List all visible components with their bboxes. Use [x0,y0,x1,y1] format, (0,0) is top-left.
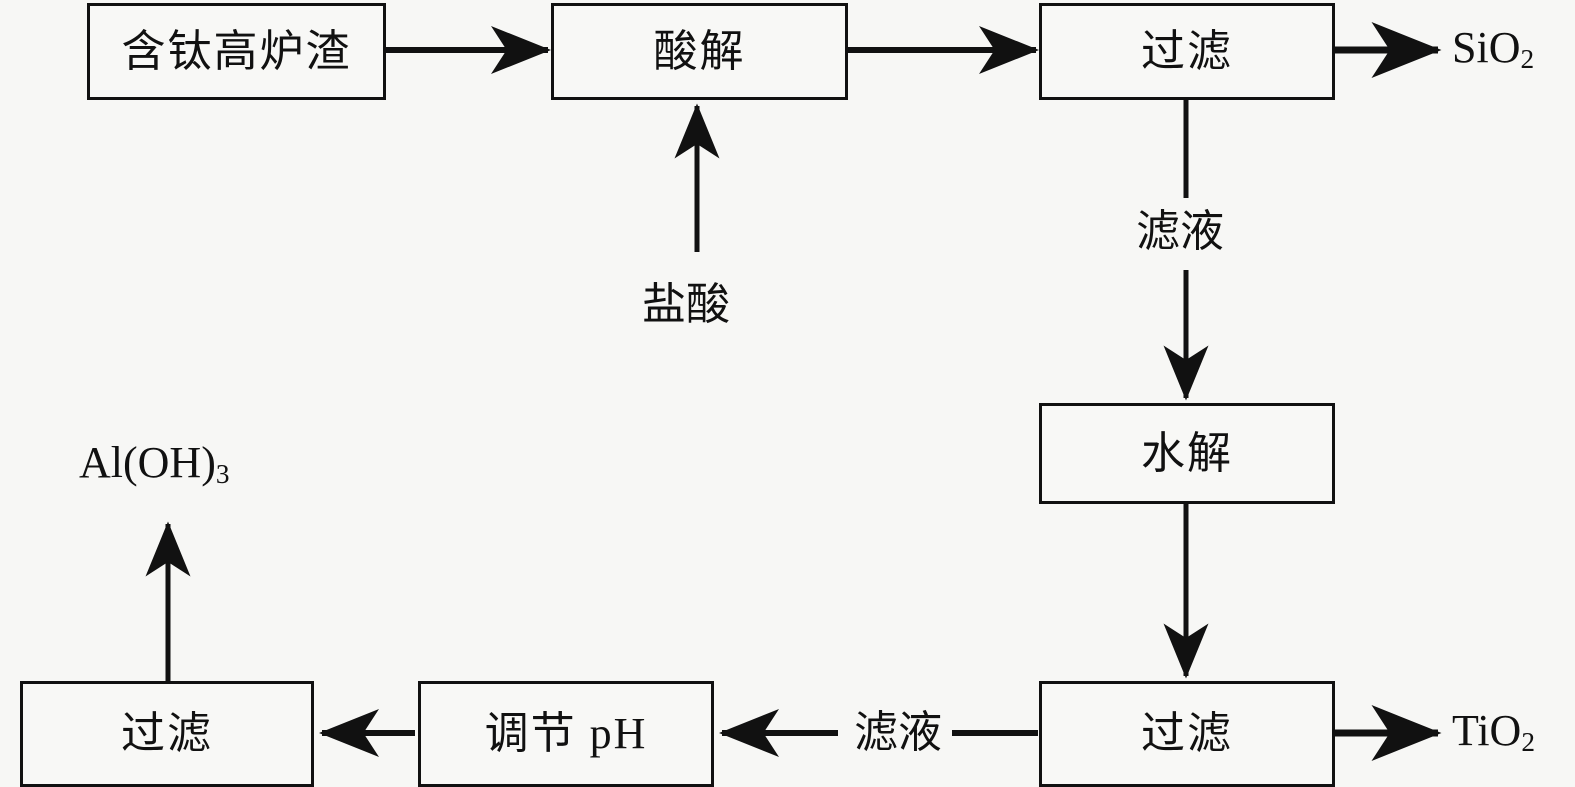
label-filtrate-bottom: 滤液 [848,711,948,755]
label-aloh3-text: Al(OH) [79,438,216,487]
node-filter-bottom-right[interactable]: 过滤 [1039,681,1335,787]
node-adjust-ph[interactable]: 调节 pH [418,681,714,787]
node-label-slag: 含钛高炉渣 [121,26,352,76]
label-hydrochloric-acid: 盐酸 [636,283,736,327]
label-sio2-subscript: 2 [1520,44,1535,74]
node-label-filter-bottom-right: 过滤 [1141,709,1233,758]
node-acid-leaching[interactable]: 酸解 [551,3,848,100]
node-label-filter-bottom-left: 过滤 [121,709,213,758]
label-product-tio2: TiO2 [1446,706,1541,757]
label-filtrate-top: 滤液 [1130,210,1230,254]
node-label-hydrolysis: 水解 [1141,428,1233,478]
label-tio2-text: TiO [1452,706,1522,755]
label-tio2-subscript: 2 [1521,727,1535,757]
node-filter-bottom-left[interactable]: 过滤 [20,681,314,787]
label-hydrochloric-acid-text: 盐酸 [642,280,730,329]
node-label-acid-leach: 酸解 [653,26,746,76]
node-filter-top[interactable]: 过滤 [1039,3,1335,100]
label-sio2-text: SiO [1452,23,1521,72]
node-titanium-blast-furnace-slag[interactable]: 含钛高炉渣 [87,3,386,100]
label-product-aluminium-hydroxide: Al(OH)3 [73,438,236,489]
label-filtrate-top-text: 滤液 [1136,207,1224,256]
label-filtrate-bottom-text: 滤液 [854,708,942,757]
label-product-sio2: SiO2 [1446,23,1541,74]
node-label-adjust-ph: 调节 pH [484,709,648,758]
node-label-filter-top: 过滤 [1141,26,1233,76]
label-aloh3-subscript: 3 [215,459,230,489]
node-hydrolysis[interactable]: 水解 [1039,403,1335,504]
